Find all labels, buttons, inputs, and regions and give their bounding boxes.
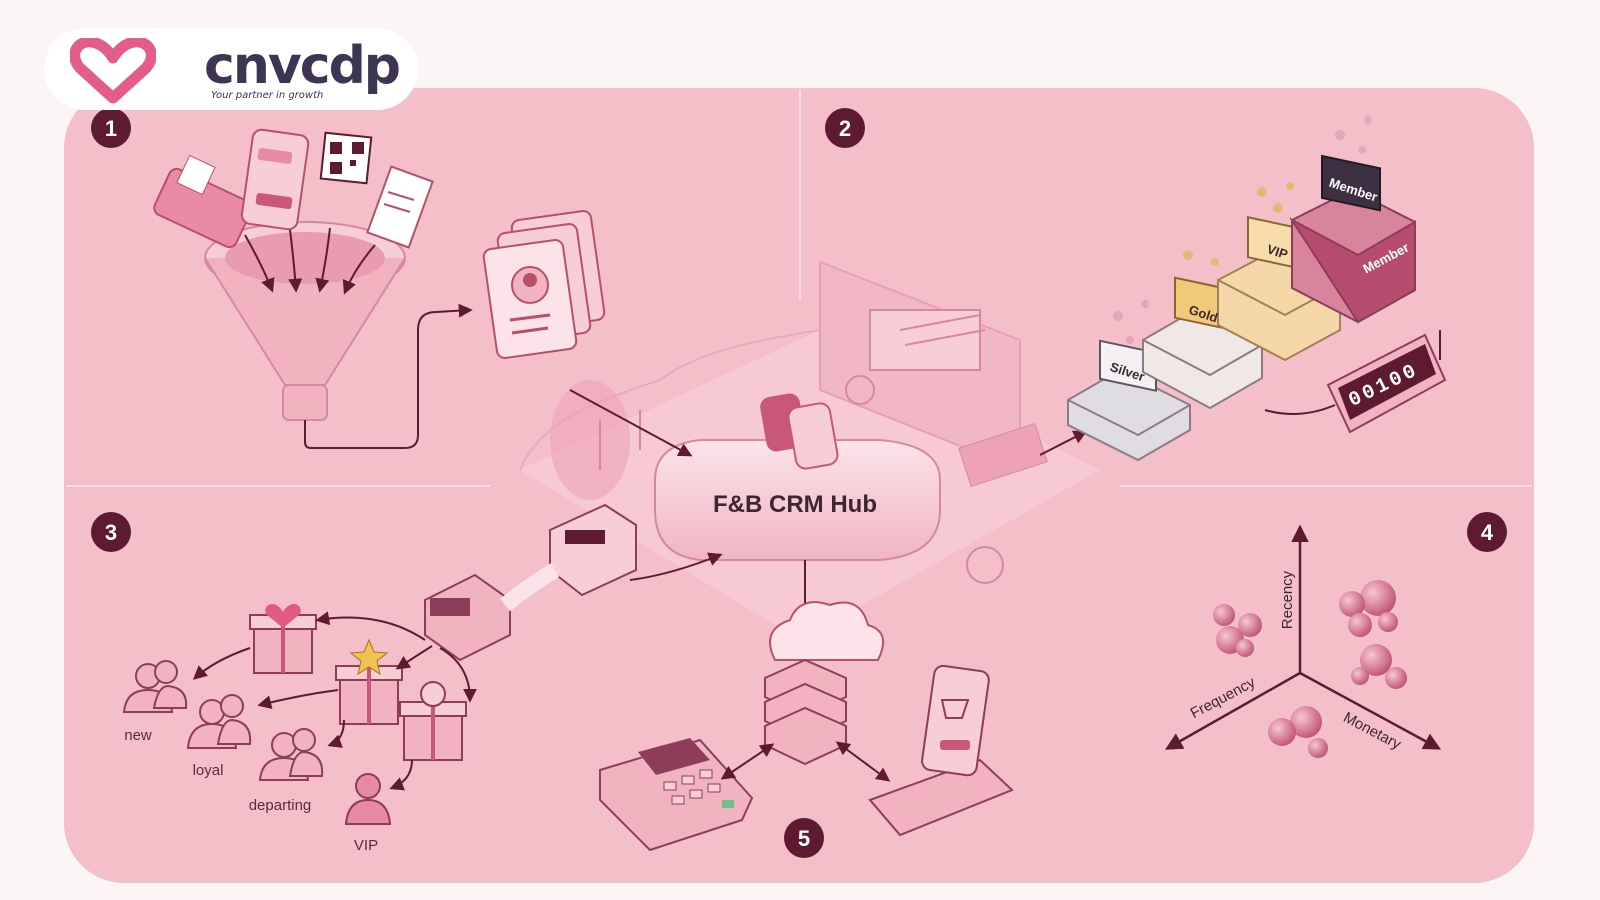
heart-icon bbox=[70, 38, 156, 104]
receipt-icon bbox=[366, 165, 434, 249]
segment-label-departing: departing bbox=[249, 797, 312, 814]
rfm-axes-icon bbox=[1164, 524, 1442, 750]
profile-cards-icon bbox=[482, 210, 606, 359]
tier-connector-line bbox=[1264, 330, 1441, 415]
segment-label-loyal: loyal bbox=[193, 762, 224, 779]
step-badge-1: 1 bbox=[91, 108, 131, 148]
sparkle-dots bbox=[1113, 116, 1372, 344]
funnel-arrows-icon bbox=[244, 227, 376, 295]
cluster-bubbles bbox=[1213, 580, 1407, 758]
brand-name: cnvcdp bbox=[204, 36, 401, 96]
gift-arrows-icon bbox=[192, 611, 477, 791]
gift-heart-icon bbox=[249, 604, 317, 674]
segment-label-new: new bbox=[124, 727, 152, 744]
mobile-phone-icon bbox=[240, 128, 310, 231]
step-number-4: 4 bbox=[1481, 520, 1494, 545]
cards-to-hub-arrow bbox=[569, 389, 693, 457]
step-badge-2: 2 bbox=[825, 108, 865, 148]
axis-label-recency: Recency bbox=[1279, 570, 1296, 629]
gift-star-icon bbox=[335, 638, 403, 725]
server-stack-icon bbox=[764, 658, 847, 766]
printer-icon bbox=[424, 503, 637, 662]
people-loyal-icon bbox=[186, 694, 252, 749]
qr-code-icon bbox=[319, 131, 373, 185]
pos-terminal-icon bbox=[153, 154, 253, 249]
card-reader-icon bbox=[599, 738, 754, 852]
brand-tagline: Your partner in growth bbox=[211, 90, 324, 101]
step-badge-3: 3 bbox=[91, 512, 131, 552]
step-number-5: 5 bbox=[798, 826, 810, 851]
funnel-to-cards-arrow bbox=[304, 303, 473, 449]
tier-box-gold bbox=[1142, 276, 1263, 410]
people-new-icon bbox=[122, 660, 188, 713]
step-number-2: 2 bbox=[839, 116, 851, 141]
segment-label-vip: VIP bbox=[354, 837, 378, 854]
hub-title: F&B CRM Hub bbox=[713, 491, 877, 518]
person-vip-icon bbox=[344, 773, 392, 825]
tier-box-member bbox=[1289, 154, 1416, 324]
sync-arrows-icon bbox=[720, 741, 891, 782]
brand-logo[interactable]: cnvcdp Your partner in growth bbox=[44, 28, 418, 110]
printer-to-hub-arrow bbox=[629, 552, 723, 581]
step-number-1: 1 bbox=[105, 116, 117, 141]
cloud-sync-icon bbox=[769, 601, 885, 661]
hub-to-tiers-arrow bbox=[1039, 430, 1088, 456]
hub-card bbox=[654, 393, 941, 561]
people-departing-icon bbox=[258, 728, 324, 781]
points-counter-icon bbox=[1326, 333, 1447, 434]
step-number-3: 3 bbox=[105, 520, 117, 545]
step-badge-5: 5 bbox=[784, 818, 824, 858]
step-badge-4: 4 bbox=[1467, 512, 1507, 552]
gift-food-icon bbox=[399, 681, 467, 761]
tier-label-vip: VIP bbox=[1265, 241, 1290, 262]
smartphone-cart-icon bbox=[868, 664, 1014, 837]
